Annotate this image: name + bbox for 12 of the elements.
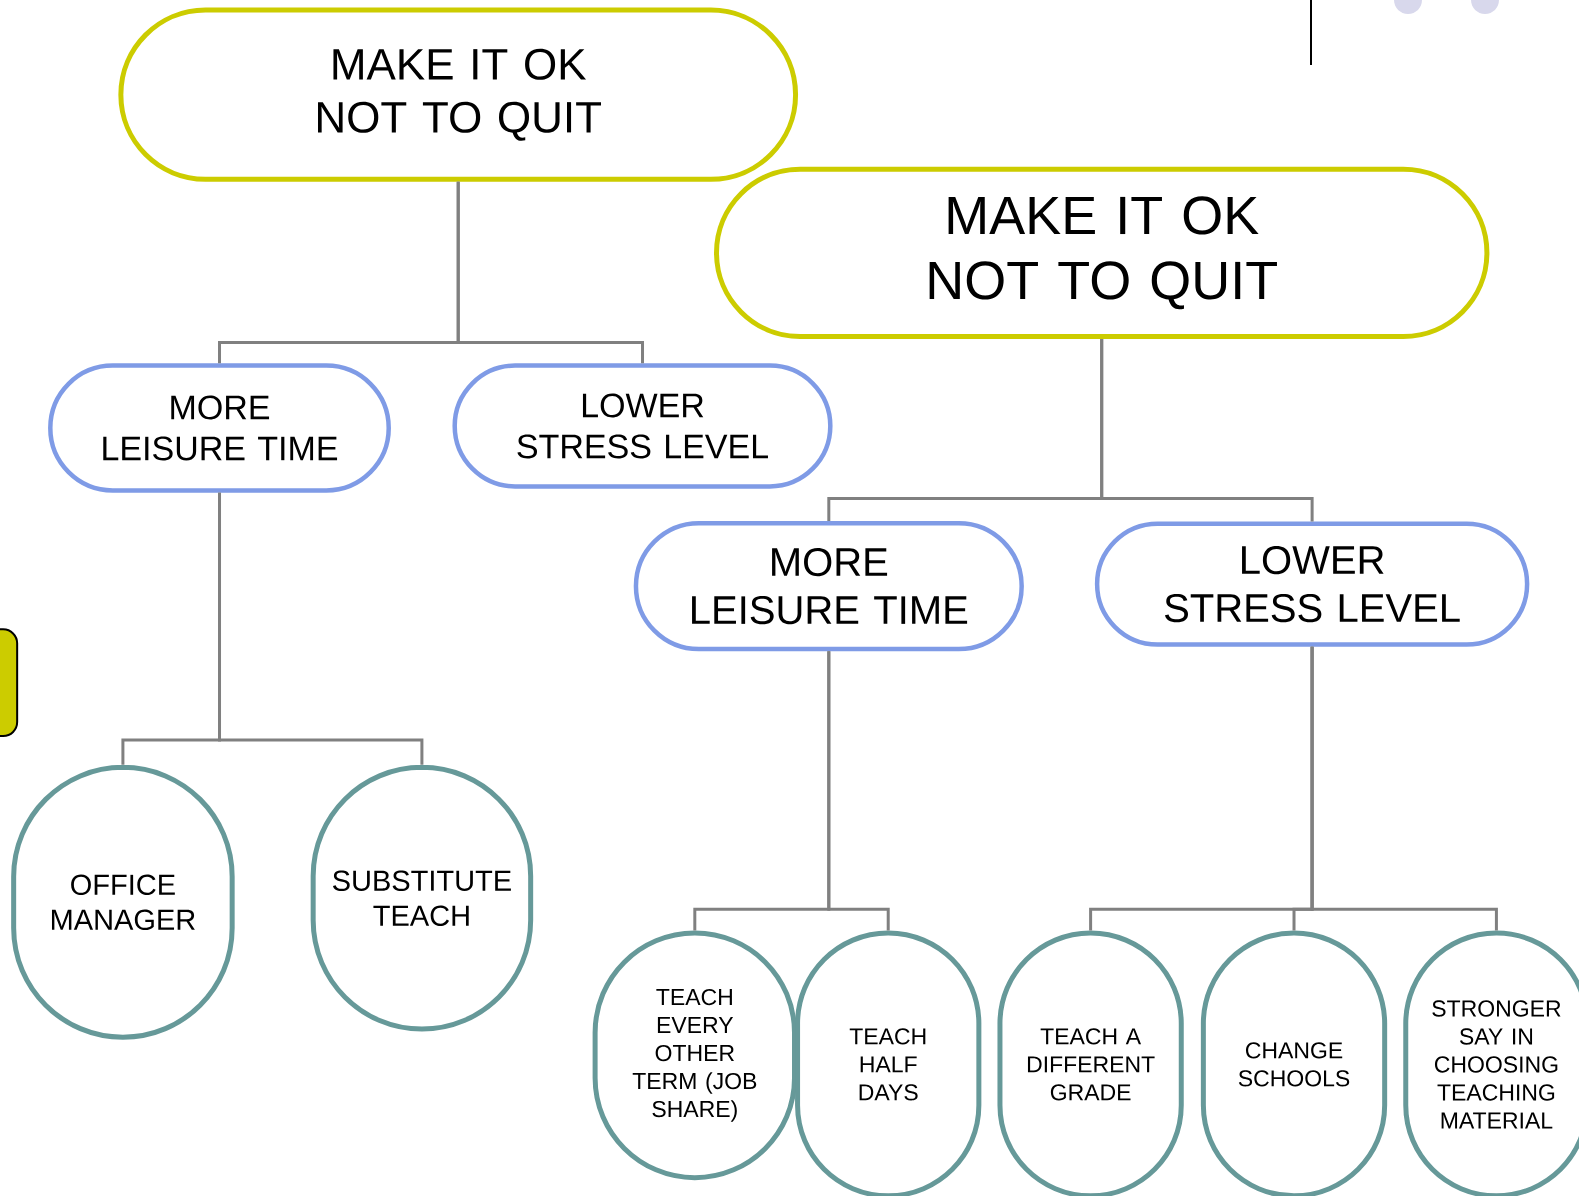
option-box: MORE LEISURE TIME	[633, 520, 1024, 652]
option-box: LOWER STRESS LEVEL	[452, 363, 833, 489]
goal-box: MAKE IT OK NOT TO QUIT	[118, 7, 799, 182]
connector-line	[827, 651, 890, 931]
connector-line	[218, 492, 424, 765]
option-box: MORE LEISURE TIME	[48, 363, 391, 493]
connector-line	[1310, 646, 1498, 931]
option-box: LOWER STRESS LEVEL	[1094, 521, 1530, 647]
partial-box	[0, 628, 19, 738]
connector-line	[1100, 338, 1314, 522]
goal-box: MAKE IT OK NOT TO QUIT	[714, 166, 1490, 339]
connector-line	[456, 181, 644, 364]
